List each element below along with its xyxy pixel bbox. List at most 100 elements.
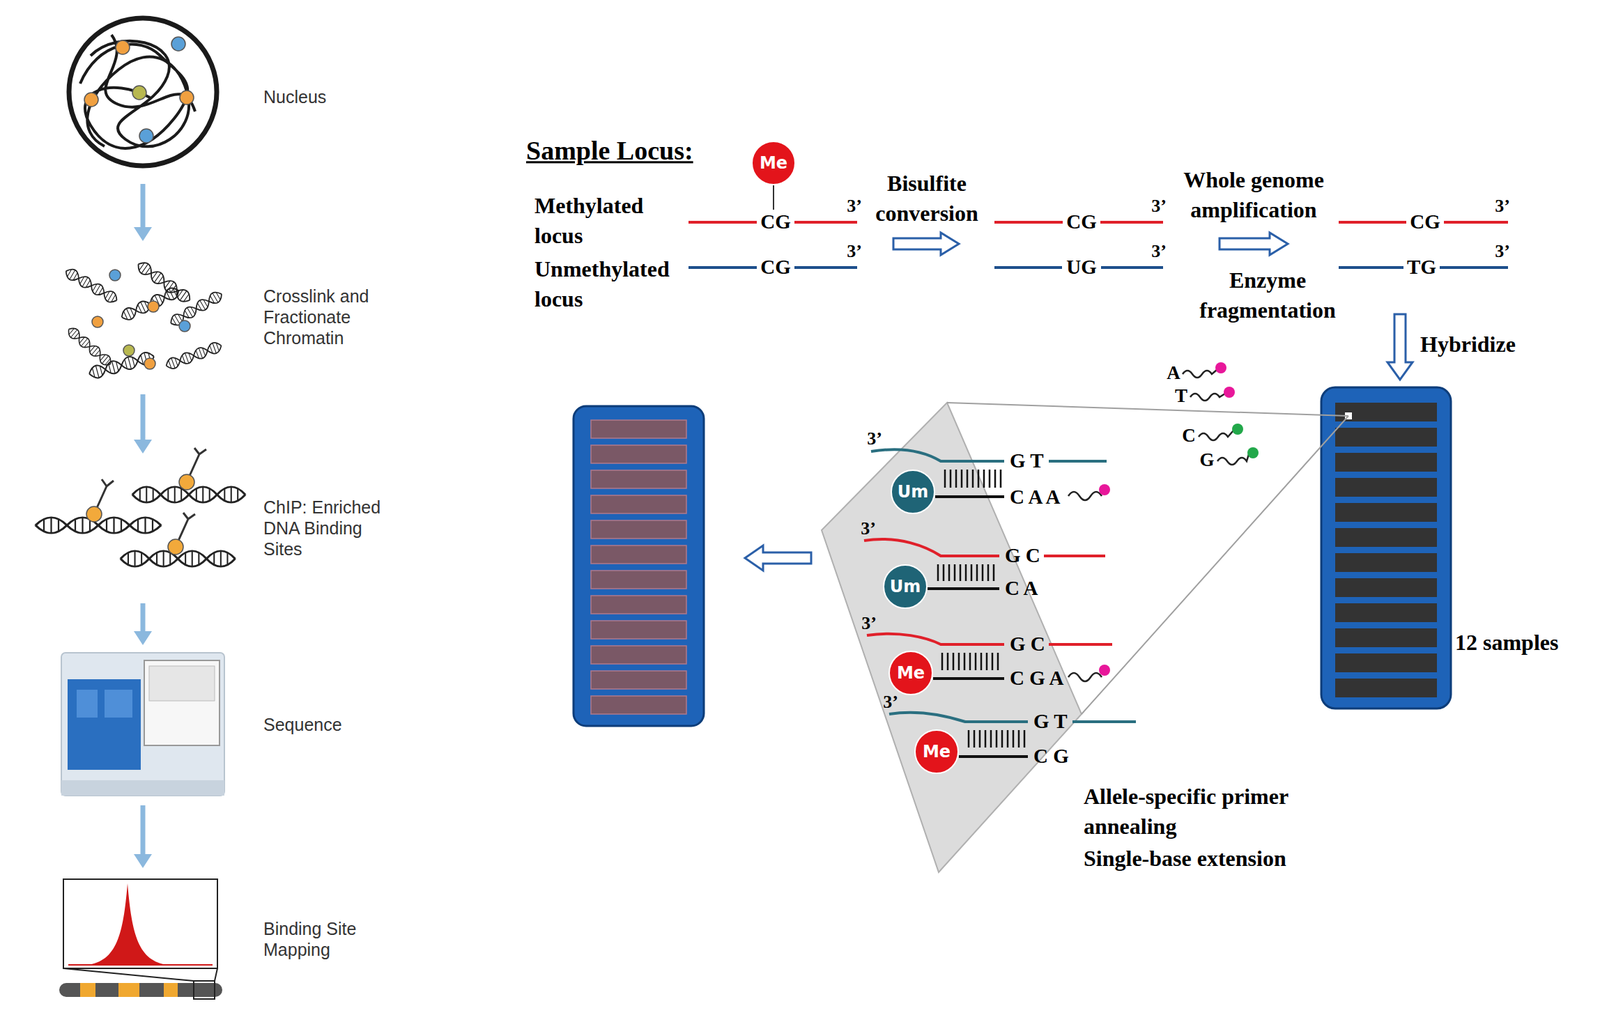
protein-dot — [144, 358, 156, 370]
methyl-circle: Me — [888, 650, 934, 696]
process-step: Crosslink and Fractionate Chromatin — [55, 243, 391, 391]
template-strand — [864, 539, 1106, 557]
antibody — [96, 448, 207, 541]
chromosome-band — [163, 983, 178, 998]
block-arrow — [1387, 314, 1413, 380]
beadchip — [1321, 387, 1451, 709]
diagram-label: CG — [760, 253, 791, 281]
zoom-line — [947, 402, 1349, 715]
base-pairs — [942, 652, 998, 671]
diagram-label: Sample Locus: — [526, 133, 694, 169]
flow-arrow — [133, 603, 152, 646]
diagram-label: C — [1181, 422, 1196, 449]
methyl-circle: Me — [751, 140, 796, 186]
chip-stripe — [1335, 528, 1437, 548]
arrow-shaft — [140, 805, 146, 856]
diagram-label: CG — [1409, 208, 1441, 236]
process-step: Nucleus — [55, 13, 391, 180]
diagram-label: 3’ — [1494, 193, 1511, 219]
protein-dot — [147, 301, 159, 313]
diagram-label: Methylated locus — [534, 190, 671, 251]
node-label: Crosslink and Fractionate Chromatin — [263, 285, 389, 349]
probe-linker — [1182, 370, 1217, 378]
protein-dot — [86, 506, 102, 522]
protein-dot — [179, 474, 195, 490]
sequencer-slot — [76, 689, 98, 718]
diagram-label: 3’ — [866, 426, 883, 451]
diagram-label: G T — [1033, 708, 1068, 736]
region-box — [193, 981, 215, 1000]
diagram-label: C A — [1004, 574, 1039, 603]
primer-strand — [935, 495, 1005, 499]
diagram-label: G T — [1009, 447, 1044, 475]
arrow-head — [133, 854, 152, 869]
diagram-label: 3’ — [1494, 239, 1511, 264]
arrow-head — [133, 631, 152, 646]
zoom-line — [63, 968, 218, 982]
process-step: Sequence — [55, 648, 391, 802]
chromatin-fibre — [80, 34, 196, 149]
chip-stripe — [1335, 603, 1437, 623]
methyl-circle: Me — [914, 729, 959, 775]
chromosome-band — [80, 983, 96, 998]
diagram-label: G — [1199, 447, 1214, 473]
scan-stripe — [590, 545, 687, 564]
base-pairs — [968, 730, 1025, 748]
base-pairs — [937, 564, 994, 582]
dna-fragment — [119, 285, 182, 323]
arrow-shaft — [140, 394, 146, 442]
block-arrow — [893, 232, 959, 256]
peak-baseline — [68, 964, 213, 966]
zoom-panel — [821, 402, 1082, 873]
node-label: Nucleus — [263, 86, 389, 108]
scan-stripe — [590, 470, 687, 489]
diagram-label: TG — [1406, 253, 1437, 281]
chip-stripe — [1335, 678, 1437, 698]
arrow-shaft — [140, 183, 146, 229]
template-strand — [889, 712, 1136, 722]
peak-box — [63, 879, 218, 969]
diagram-label: 3’ — [1151, 193, 1167, 219]
diagram-label: Hybridize — [1420, 329, 1516, 360]
scan-stripe — [590, 570, 687, 589]
node-label: Um — [897, 482, 929, 502]
scanned-stripes — [590, 420, 687, 715]
scan-stripe — [590, 645, 687, 665]
chip-stripe — [1335, 478, 1437, 497]
node-label: ChIP: Enriched DNA Binding Sites — [263, 496, 389, 560]
block-arrow — [1219, 232, 1288, 256]
primer-strand — [933, 677, 1005, 681]
probe-linker — [1068, 673, 1102, 682]
diagram-label: UG — [1066, 253, 1097, 281]
template-strand — [871, 449, 1107, 462]
scan-stripe — [590, 420, 687, 439]
probe-dye — [1098, 664, 1111, 676]
probe-linker — [1217, 454, 1249, 465]
diagram-label: A — [1166, 360, 1181, 386]
diagram-label: Whole genome amplification — [1168, 165, 1340, 226]
probe-dye — [1247, 447, 1259, 459]
process-step: ChIP: Enriched DNA Binding Sites — [55, 456, 391, 600]
diagram-label: G C — [1009, 630, 1046, 658]
protein-dot — [123, 344, 135, 357]
arrow-head — [133, 227, 152, 242]
sequencer-window — [149, 666, 215, 702]
node-label: Me — [896, 663, 925, 683]
sequencer-lid — [144, 660, 220, 746]
peak — [87, 883, 168, 966]
diagram-label: CG — [1066, 208, 1097, 236]
diagram-label: Bisulfite conversion — [864, 168, 990, 229]
unmethyl-circle: Um — [890, 469, 936, 515]
chip-stripe — [1335, 503, 1437, 522]
protein-dot — [109, 269, 121, 281]
scan-stripe — [590, 696, 687, 715]
node-label: Binding Site Mapping — [263, 918, 389, 961]
chip-stripe — [1335, 628, 1437, 648]
diagram-label: Unmethylated locus — [534, 254, 699, 315]
scan-stripe — [590, 671, 687, 690]
flow-arrow — [133, 394, 152, 454]
block-arrow — [744, 545, 812, 571]
